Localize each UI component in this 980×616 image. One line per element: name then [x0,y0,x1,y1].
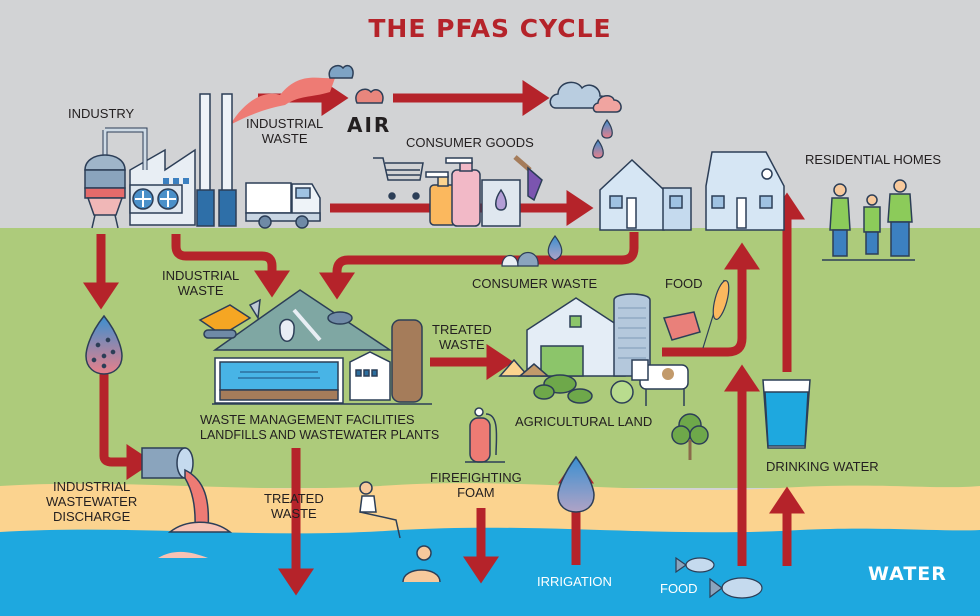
label-line: FOAM [457,485,495,500]
house-icon [599,151,785,231]
tree-icon [671,413,709,460]
air-zone-label: AIR [347,113,392,137]
water-zone-label: WATER [868,563,947,585]
irrigation-label: IRRIGATION [537,574,612,589]
industry-label: INDUSTRY [68,106,135,121]
diagram-title: THE PFAS CYCLE [368,14,612,43]
industrial-waste-air-label: INDUSTRIAL WASTE [246,116,323,146]
label-line: WASTE [270,506,317,521]
water-glass-icon [762,379,811,449]
arrow-homes-to-landfill [319,232,639,300]
agricultural-land-label: AGRICULTURAL LAND [515,414,653,429]
drinking-water-label: DRINKING WATER [766,459,879,474]
label-line: WASTE [438,337,485,352]
wheat-icon [702,279,730,349]
truck-icon [245,182,321,229]
cow-icon [631,359,689,406]
meat-icon [662,311,701,341]
fire-extinguisher-icon [465,407,505,463]
waste-management-label: WASTE MANAGEMENT FACILITIES [200,412,415,427]
arrow-drop-to-pipe [99,374,154,480]
vegetables-icon [533,374,634,404]
factory-icon [84,77,335,229]
bulldozer-icon [198,298,261,339]
consumer-waste-label: CONSUMER WASTE [472,276,598,291]
residential-homes-label: RESIDENTIAL HOMES [805,152,942,167]
label-line: WASTE [177,283,224,298]
label-line: FIREFIGHTING [430,470,522,485]
label-line: DISCHARGE [52,509,131,524]
label-line: TREATED [264,491,324,506]
sand-zone [0,483,980,540]
trash-bag-icon [501,234,563,267]
shopping-cart-icon [373,157,424,200]
food-land-label: FOOD [665,276,703,291]
rain-drop-icon [592,118,613,159]
fish-icon [675,556,763,599]
arrow-farm-food-to-homes [662,242,760,357]
family-icon [822,179,915,261]
water-zone [0,527,980,616]
landfill-icon [212,289,393,351]
silo-icon [613,293,651,377]
waste-management-sub-label: LANDFILLS AND WASTEWATER PLANTS [200,428,440,442]
wastewater-plant-icon [212,319,432,405]
contaminated-drop-icon [85,314,123,375]
paint-can-icon [481,179,521,227]
smoke-icon [230,77,335,125]
industrial-wastewater-label: INDUSTRIAL WASTEWATER DISCHARGE [46,479,137,524]
label-line: INDUSTRIAL [52,479,131,494]
arrow-industry-to-landfill [171,234,290,298]
label-line: WASTEWATER [46,494,138,509]
label-line: INDUSTRIAL [162,268,240,283]
irrigation-drop-icon [557,455,595,513]
swimmer-icon [359,481,441,583]
paintbrush-icon [513,155,543,202]
label-line: WASTE [261,131,308,146]
barn-icon [498,297,626,377]
treated-waste-farm-label: TREATED WASTE [432,322,492,352]
consumer-goods-label: CONSUMER GOODS [406,135,534,150]
cloud-icon [328,64,622,113]
discharge-pipe-icon [141,447,233,558]
food-water-label: FOOD [660,581,698,596]
firefighting-foam-label: FIREFIGHTING FOAM [430,470,522,500]
industrial-waste-land-label: INDUSTRIAL WASTE [162,268,239,298]
label-line: INDUSTRIAL [246,116,324,131]
label-line: TREATED [432,322,492,337]
soap-bottle-icon [425,157,481,227]
treated-waste-water-label: TREATED WASTE [264,491,324,521]
